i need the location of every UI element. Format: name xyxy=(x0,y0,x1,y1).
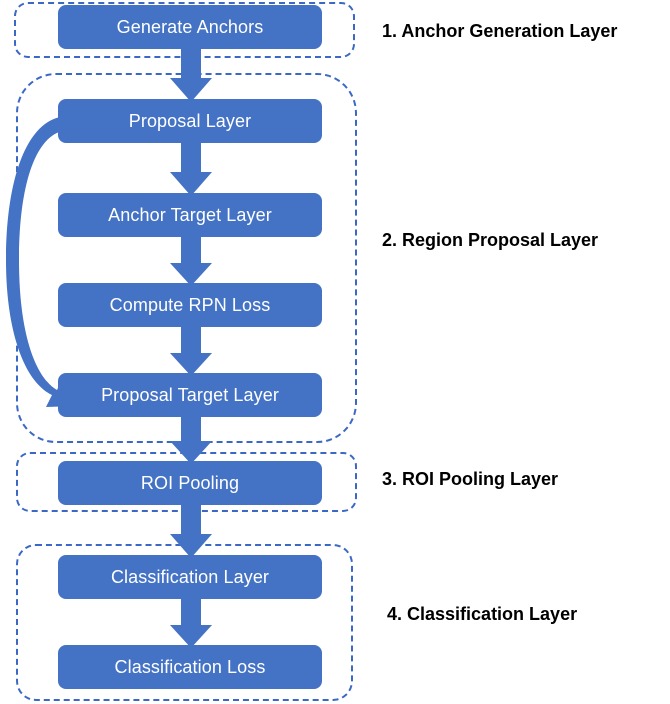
node-classification-loss-label: Classification Loss xyxy=(114,657,266,677)
node-generate-anchors[interactable]: Generate Anchors xyxy=(58,5,322,49)
edge-generate-anchors-to-proposal-layer xyxy=(170,46,212,102)
node-generate-anchors-label: Generate Anchors xyxy=(116,17,264,37)
stage-label-anchor-generation: 1. Anchor Generation Layer xyxy=(382,21,618,41)
edge-anchor-target-to-compute-rpn-loss xyxy=(170,234,212,286)
node-proposal-layer[interactable]: Proposal Layer xyxy=(58,99,322,143)
edge-proposal-to-proposal-target-curved xyxy=(0,95,90,415)
node-classification-layer-label: Classification Layer xyxy=(110,567,270,587)
edge-compute-rpn-loss-to-proposal-target xyxy=(170,324,212,376)
stage-label-roi-pooling: 3. ROI Pooling Layer xyxy=(382,469,559,489)
node-proposal-target-layer[interactable]: Proposal Target Layer xyxy=(58,373,322,417)
node-roi-pooling-label: ROI Pooling xyxy=(140,473,240,493)
node-classification-layer[interactable]: Classification Layer xyxy=(58,555,322,599)
node-proposal-target-layer-label: Proposal Target Layer xyxy=(101,385,279,405)
stage-label-region-proposal: 2. Region Proposal Layer xyxy=(382,230,599,250)
node-anchor-target-layer-label: Anchor Target Layer xyxy=(108,205,272,225)
node-roi-pooling[interactable]: ROI Pooling xyxy=(58,461,322,505)
edge-proposal-target-to-roi-pooling xyxy=(170,414,212,464)
edge-classification-layer-to-classification-loss xyxy=(170,597,212,648)
node-classification-loss[interactable]: Classification Loss xyxy=(58,645,322,689)
node-proposal-layer-label: Proposal Layer xyxy=(128,111,252,131)
node-compute-rpn-loss-label: Compute RPN Loss xyxy=(109,295,271,315)
node-compute-rpn-loss[interactable]: Compute RPN Loss xyxy=(58,283,322,327)
stage-label-classification: 4. Classification Layer xyxy=(387,604,578,624)
edge-roi-pooling-to-classification-layer xyxy=(170,503,212,558)
node-anchor-target-layer[interactable]: Anchor Target Layer xyxy=(58,193,322,237)
edge-proposal-layer-to-anchor-target xyxy=(170,140,212,196)
